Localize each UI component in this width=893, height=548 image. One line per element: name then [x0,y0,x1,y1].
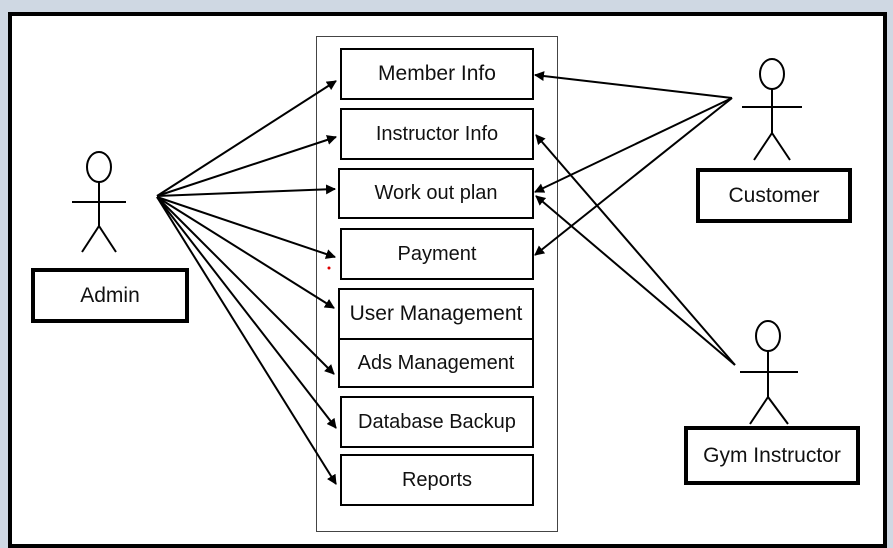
actor-customer-label: Customer [696,168,852,223]
edge-customer-payment [534,97,733,256]
edge-admin-database-backup [156,196,337,429]
edge-customer-member-info [534,71,733,99]
usecase-instructor-info: Instructor Info [340,108,534,160]
admin-stick-figure-icon [72,151,126,253]
actor-admin-label: Admin [31,268,189,323]
edge-customer-workout-plan [534,97,733,193]
edge-gym-instructor-workout-plan [535,195,736,366]
edge-admin-instructor-info [156,135,337,197]
actor-gym-instructor-label: Gym Instructor [684,426,860,485]
gym-instructor-stick-figure-icon [740,320,798,425]
edge-admin-payment [156,196,336,259]
usecase-reports: Reports [340,454,534,506]
edge-admin-member-info [156,80,337,197]
usecase-payment: Payment [340,228,534,280]
edge-gym-instructor-instructor-info [535,134,736,366]
edge-admin-ads-management [156,196,335,375]
usecase-member-info: Member Info [340,48,534,100]
usecase-ads-management: Ads Management [338,338,534,388]
customer-stick-figure-icon [742,58,802,161]
red-dot-mark [327,266,331,270]
usecase-database-backup: Database Backup [340,396,534,448]
usecase-workout-plan: Work out plan [338,168,534,219]
edge-admin-reports [156,196,337,485]
edge-admin-workout-plan [156,184,336,197]
edge-admin-user-management [156,196,335,309]
